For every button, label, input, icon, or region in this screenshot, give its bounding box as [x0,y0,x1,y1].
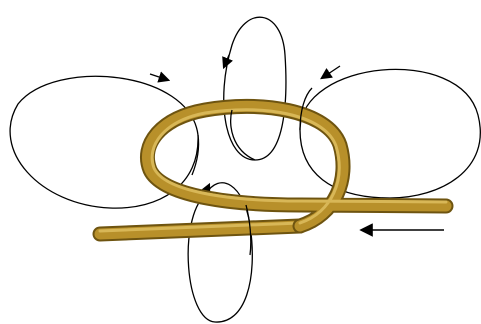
top-loop-arrow [224,17,286,160]
rope [100,106,446,234]
right-loop-arrowhead [322,66,340,78]
top-loop-arrow-front [231,110,255,160]
left-loop-arrowhead [150,74,168,80]
